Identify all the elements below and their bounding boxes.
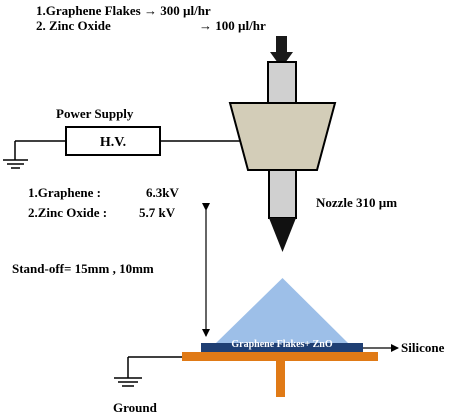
voltage-zno-label: 2.Zinc Oxide : bbox=[28, 205, 107, 220]
silicone-label: Silicone bbox=[401, 340, 445, 355]
power-supply-label: Power Supply bbox=[56, 106, 134, 121]
voltage-graphene-value: 6.3kV bbox=[146, 185, 179, 200]
nozzle-label: Nozzle 310 µm bbox=[316, 195, 397, 210]
spray-cone bbox=[216, 278, 348, 343]
needle-lower bbox=[268, 169, 297, 219]
flow-rate-graphene: 1.Graphene Flakes → 300 µl/hr bbox=[36, 3, 211, 18]
needle-holder bbox=[228, 102, 337, 171]
collector-plate bbox=[182, 352, 378, 361]
standoff-label: Stand-off= 15mm , 10mm bbox=[12, 261, 154, 276]
feed-arrow-head bbox=[270, 52, 293, 68]
collector-stand bbox=[276, 361, 285, 397]
voltage-zno-value: 5.7 kV bbox=[139, 205, 176, 220]
needle-upper bbox=[267, 61, 297, 105]
hv-box bbox=[65, 126, 161, 156]
feed-arrow-shaft bbox=[276, 36, 287, 54]
nozzle-tip bbox=[269, 218, 296, 252]
flow-rate-zno-value: → 100 µl/hr bbox=[199, 18, 266, 33]
flow-rate-zno-label: 2. Zinc Oxide bbox=[36, 18, 111, 33]
voltage-graphene-label: 1.Graphene : bbox=[28, 185, 101, 200]
ground-label: Ground bbox=[113, 400, 158, 415]
deposit-label: Graphene Flakes+ ZnO bbox=[231, 339, 332, 350]
substrate-layer bbox=[201, 343, 363, 352]
hv-label: H.V. bbox=[100, 135, 126, 150]
